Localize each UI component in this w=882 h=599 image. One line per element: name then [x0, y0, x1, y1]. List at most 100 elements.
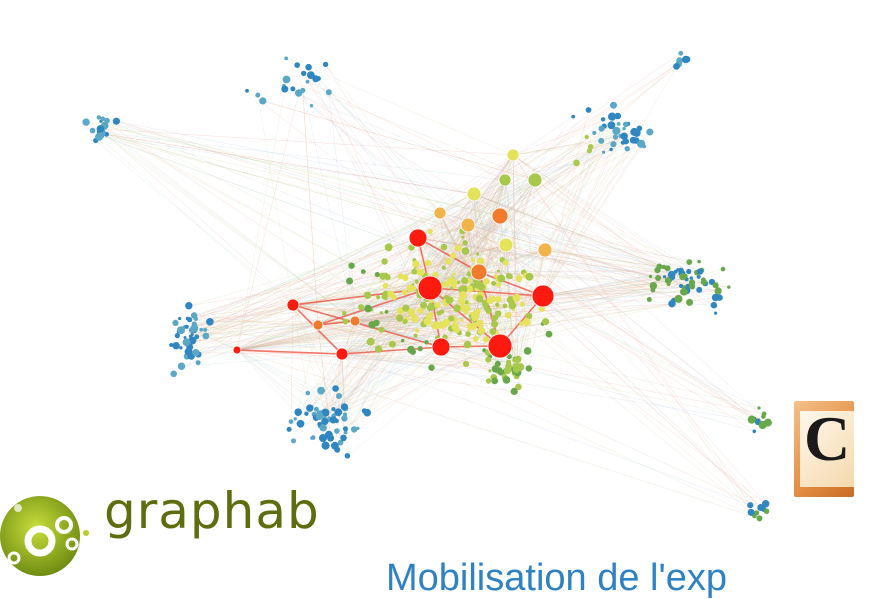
- graph-node: [113, 118, 120, 125]
- graph-node: [187, 317, 192, 322]
- graph-node: [528, 173, 542, 187]
- graph-node: [307, 71, 315, 79]
- graph-node: [385, 310, 389, 314]
- graph-node: [491, 321, 498, 328]
- graph-node: [538, 243, 552, 257]
- graph-node: [492, 365, 499, 372]
- graph-node: [281, 86, 288, 93]
- graph-node: [663, 275, 666, 278]
- graph-node: [387, 290, 394, 297]
- graph-edge: [107, 134, 474, 194]
- graph-node: [461, 236, 464, 239]
- graph-node: [367, 338, 375, 346]
- graph-node: [427, 229, 432, 234]
- graph-node: [601, 117, 605, 121]
- graph-node: [633, 129, 641, 137]
- graph-node: [389, 341, 396, 348]
- graph-node: [407, 284, 415, 292]
- graph-node: [295, 89, 302, 96]
- graph-node: [471, 264, 487, 280]
- graph-node: [721, 267, 726, 272]
- graph-node: [526, 365, 532, 371]
- graph-edge: [543, 143, 623, 296]
- graph-node: [485, 307, 492, 314]
- graph-node: [503, 260, 509, 266]
- graph-node: [319, 424, 326, 431]
- graph-node: [375, 272, 380, 277]
- caption-title: Mobilisation de l'exp: [386, 559, 727, 597]
- graph-node: [497, 270, 500, 273]
- graph-node: [678, 268, 684, 274]
- graph-node: [442, 266, 446, 270]
- graph-node: [379, 327, 385, 333]
- graph-node: [689, 279, 695, 285]
- graph-node: [310, 104, 313, 107]
- graph-node: [625, 146, 630, 151]
- graph-node: [334, 408, 342, 416]
- graph-node: [622, 127, 625, 130]
- graph-node: [757, 406, 760, 409]
- graph-edge: [98, 132, 505, 180]
- graph-node: [305, 64, 312, 71]
- graph-node: [686, 299, 693, 306]
- graph-node: [680, 288, 688, 296]
- graph-node: [686, 269, 691, 274]
- graph-node: [304, 412, 308, 416]
- graph-node: [424, 317, 432, 325]
- graph-edge: [287, 80, 536, 181]
- graph-node: [428, 365, 434, 371]
- graph-node: [376, 295, 380, 299]
- graph-node: [460, 318, 463, 321]
- graph-edge: [500, 216, 767, 511]
- graph-node: [306, 80, 310, 84]
- graph-node: [489, 328, 496, 335]
- graph-node: [637, 140, 645, 148]
- graph-node: [727, 285, 730, 288]
- graph-node: [385, 243, 393, 251]
- graph-node: [383, 283, 389, 289]
- graph-node: [322, 442, 330, 450]
- graph-node: [233, 346, 241, 354]
- graph-node: [294, 62, 300, 68]
- graph-edge: [318, 325, 764, 414]
- graph-node: [495, 303, 499, 307]
- graph-node: [514, 356, 521, 363]
- graph-node: [343, 319, 349, 325]
- graph-node: [432, 322, 440, 330]
- graph-node: [462, 247, 470, 255]
- graph-node: [375, 345, 382, 352]
- graph-node: [649, 275, 652, 278]
- graph-node: [513, 294, 521, 302]
- graph-node: [191, 324, 199, 332]
- graph-node: [380, 311, 383, 314]
- graph-edge: [513, 155, 750, 505]
- graph-node: [418, 276, 442, 300]
- graph-node: [341, 403, 348, 410]
- graph-node: [447, 277, 455, 285]
- graph-edge: [104, 127, 355, 321]
- graph-node: [516, 275, 523, 282]
- graph-node: [697, 260, 701, 264]
- graph-node: [351, 426, 357, 432]
- graph-node: [609, 148, 613, 152]
- graph-node: [602, 151, 605, 154]
- graph-node: [488, 369, 491, 372]
- graph-edge: [285, 89, 505, 180]
- graph-node: [368, 321, 375, 328]
- graph-node: [185, 302, 192, 309]
- graph-node: [762, 412, 767, 417]
- graph-edge: [506, 245, 754, 419]
- graph-edge: [326, 64, 440, 213]
- graph-node: [409, 229, 427, 247]
- graph-node: [608, 113, 616, 121]
- graph-edge: [103, 119, 430, 288]
- graph-node: [465, 331, 471, 337]
- graph-node: [495, 296, 501, 302]
- graph-node: [289, 419, 294, 424]
- graph-node: [245, 89, 249, 93]
- graphab-wordmark: graphab: [104, 486, 320, 536]
- graph-node: [403, 319, 408, 324]
- graph-edge: [303, 90, 318, 325]
- graph-node: [679, 273, 686, 280]
- graph-node: [336, 348, 348, 360]
